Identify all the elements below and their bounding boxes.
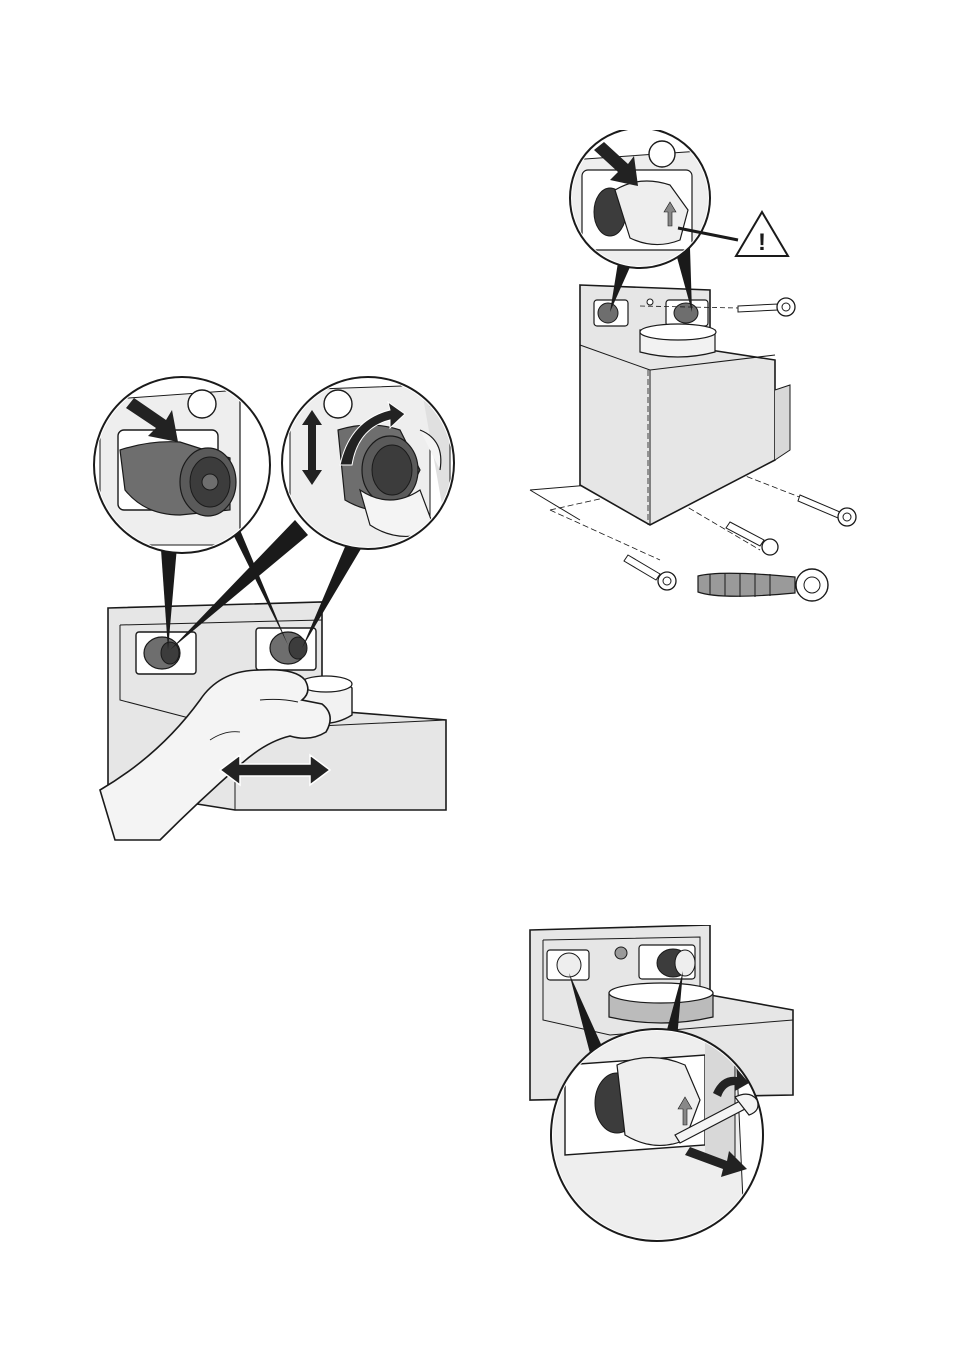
figure-3-drawing xyxy=(525,925,805,1245)
water-connection-right xyxy=(256,628,316,670)
detail-circle-rotate xyxy=(282,377,454,550)
step-marker xyxy=(649,141,675,167)
wall-plug-icon xyxy=(698,569,828,601)
step-marker xyxy=(188,390,216,418)
screw-icon xyxy=(726,522,778,555)
step-marker xyxy=(324,390,352,418)
figure-3 xyxy=(525,925,805,1245)
screw-icon xyxy=(798,495,856,526)
duct-collar xyxy=(640,324,716,357)
duct-collar xyxy=(609,983,713,1023)
detail-circle-push xyxy=(94,377,270,553)
water-connection-left xyxy=(547,950,589,980)
figure-2-drawing: ! xyxy=(520,130,870,610)
figure-1 xyxy=(90,370,470,850)
water-connection-left xyxy=(136,632,196,674)
screw-icon xyxy=(624,555,676,590)
water-connection-left xyxy=(594,300,628,326)
figure-2: ! xyxy=(520,130,870,610)
figure-1-drawing xyxy=(90,370,470,850)
warning-symbol: ! xyxy=(758,229,766,256)
detail-circle-push xyxy=(570,130,715,270)
